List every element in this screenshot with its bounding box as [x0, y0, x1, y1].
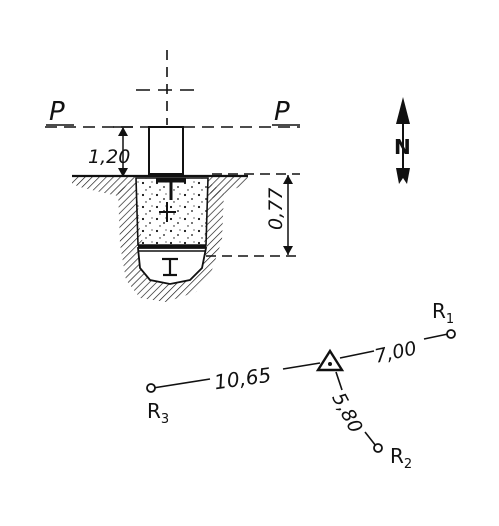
tie-line-r1: [339, 350, 375, 359]
height-dim-arrow-top: [118, 127, 128, 136]
point-r3: [146, 383, 156, 393]
marker-post: [148, 126, 184, 175]
label-r3-index: 3: [161, 412, 169, 427]
tie-line-r3-b: [282, 362, 321, 370]
height-dim-value: 1,20: [88, 146, 130, 168]
embedded-marker: [156, 177, 186, 222]
point-r2: [373, 443, 383, 453]
tie-line-r1-b: [423, 333, 449, 340]
label-r1: R1: [432, 299, 454, 327]
slab-i-mark: [162, 257, 178, 277]
plan-view: 7,00 R1 10,65 R3 5,80 R2: [146, 299, 456, 472]
station-triangle: [315, 348, 345, 372]
north-arrow-tail: [396, 168, 410, 184]
point-r1: [446, 329, 456, 339]
station-dot: [328, 362, 332, 366]
label-r2-letter: R: [390, 444, 404, 468]
north-letter: N: [394, 135, 411, 159]
label-r3: R3: [147, 399, 169, 427]
tie-line-r2: [335, 371, 343, 391]
stone-slab: [137, 247, 208, 285]
depth-dim-arrow-bottom: [283, 246, 293, 255]
tie-line-r2-b: [364, 431, 377, 447]
height-dim-arrow-bottom: [118, 168, 128, 177]
label-r1-index: 1: [446, 312, 454, 327]
section-view: P P 1,20: [45, 50, 300, 302]
depth-dim-arrow-top: [283, 175, 293, 184]
north-arrow-head: [396, 97, 410, 124]
distance-r2: 5,80: [327, 389, 366, 437]
label-r1-letter: R: [432, 299, 446, 323]
north-arrow: N: [394, 97, 411, 184]
label-r2-index: 2: [404, 457, 412, 472]
plane-label-left: P: [49, 97, 65, 127]
label-r2: R2: [390, 444, 412, 472]
label-r3-letter: R: [147, 399, 161, 423]
distance-r1: 7,00: [373, 337, 419, 367]
depth-dim-value: 0,77: [265, 188, 287, 230]
tie-line-r3: [152, 378, 211, 389]
plane-label-right: P: [274, 97, 290, 127]
distance-r3: 10,65: [213, 363, 273, 395]
